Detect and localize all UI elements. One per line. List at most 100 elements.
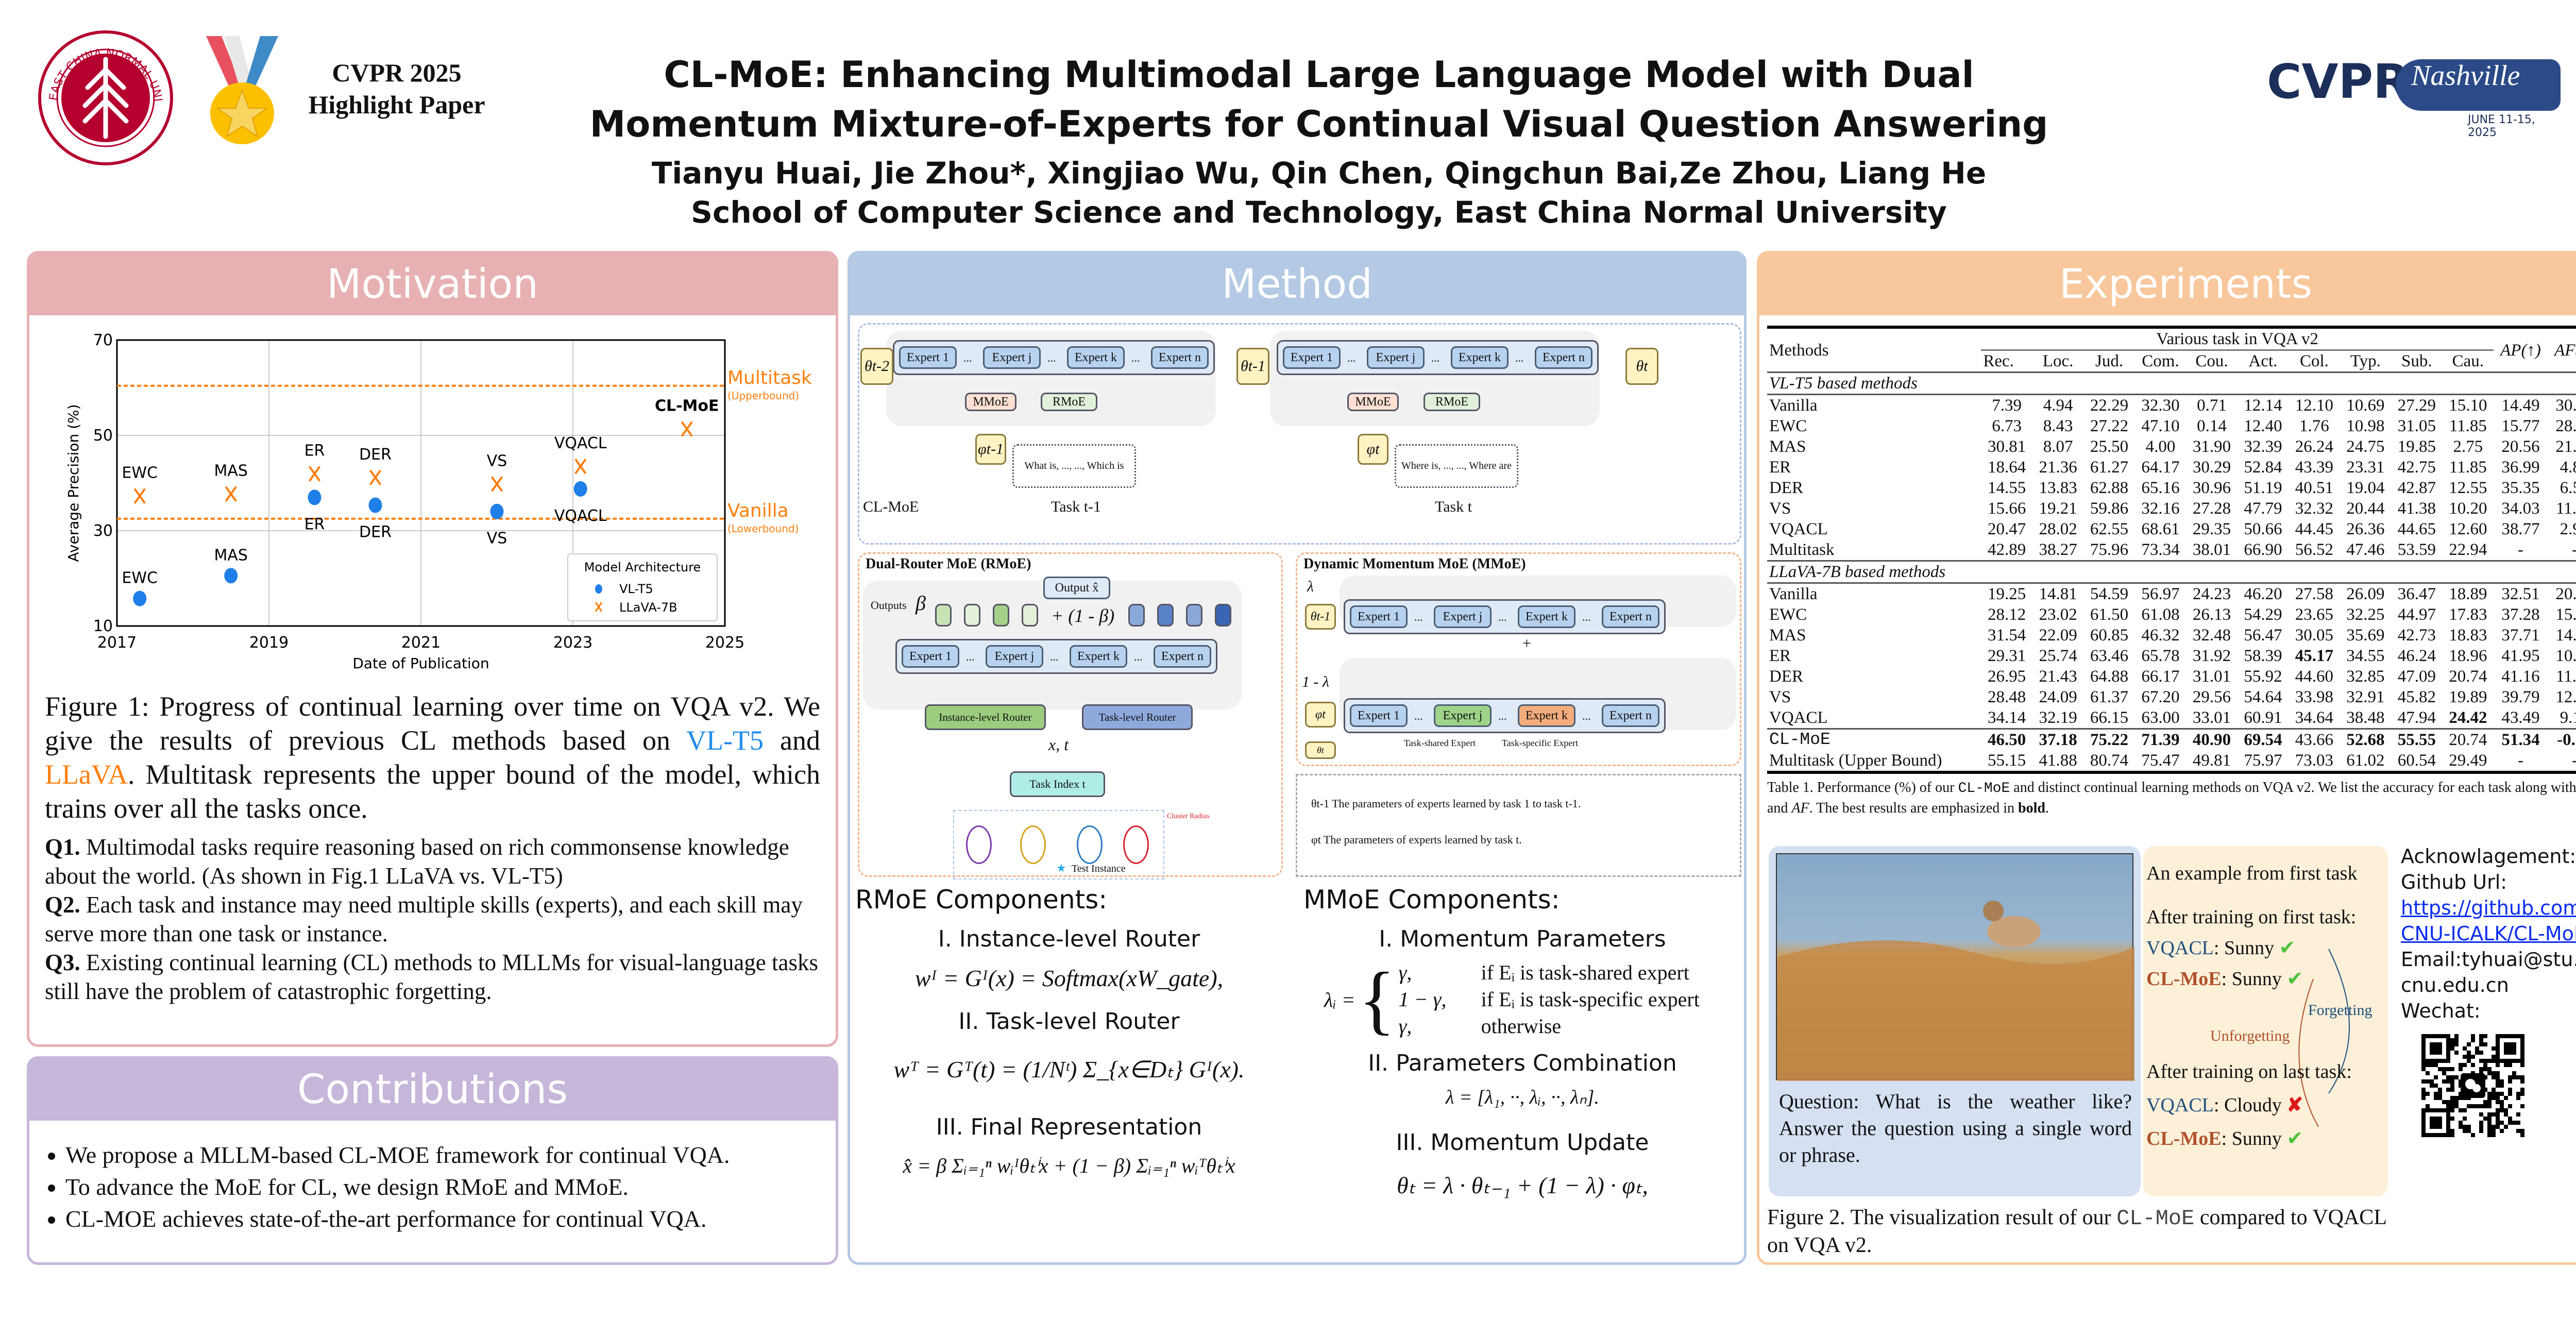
table-cell: VQACL — [1769, 708, 1828, 727]
check-icon: ✔ — [2279, 937, 2296, 959]
table-cell: 56.47 — [2244, 626, 2282, 645]
task-output-cell — [1186, 604, 1202, 627]
figure2-example-card: An example from first task After trainin… — [2143, 846, 2388, 1196]
mmoe-step-title: III. Momentum Update — [1396, 1129, 1649, 1156]
method-diagram: Expert 1... Expert j... Expert k... Expert … — [858, 323, 1741, 880]
table-cell: 38.77 — [2501, 520, 2540, 538]
experiments-heading: Experiments — [1759, 253, 2576, 315]
table-cell: 54.59 — [2090, 585, 2129, 603]
ellipsis: ... — [1498, 709, 1507, 722]
table-cell: 49.81 — [2192, 751, 2231, 770]
ellipsis: ... — [1347, 351, 1356, 364]
ellipsis: ... — [1414, 709, 1423, 722]
table-cell: 2.90 — [2560, 520, 2576, 538]
forgetting-arrows — [2298, 949, 2350, 1127]
expert-box: Expert j — [1434, 704, 1492, 727]
table-cell: 26.24 — [2295, 437, 2334, 456]
table-cell: 15.77 — [2501, 417, 2540, 435]
table-cell: 42.87 — [2397, 479, 2436, 497]
table-cell: 68.61 — [2141, 520, 2180, 538]
phi-t: φt — [1305, 702, 1336, 728]
point-label: VS — [487, 452, 507, 470]
mmoe-title: Dynamic Momentum MoE (MMoE) — [1303, 556, 1526, 572]
table-cell: Vanilla — [1769, 585, 1818, 603]
vlt5-point — [308, 489, 321, 505]
table-cell: 19.21 — [2039, 499, 2077, 518]
figure1-caption: Figure 1: Progress of continual learning… — [45, 691, 821, 824]
table-row: VL-T5 based methods — [1767, 373, 2576, 395]
email: Email:tyhuai@stu.ecnu.edu.cn — [2401, 948, 2576, 996]
table-cell: 9.10 — [2560, 708, 2576, 727]
vlt5-point — [573, 481, 587, 497]
one-minus-beta-label: + (1 - β) — [1051, 605, 1115, 626]
point-label: MAS — [214, 546, 248, 564]
figure2-question-card: Question: What is the weather like? Answ… — [1769, 846, 2141, 1196]
mmoe-heading: MMoE Components: — [1303, 885, 1560, 915]
parameters-combination-formula: λ = [λ₁, ··, λᵢ, ··, λₙ]. — [1446, 1087, 1599, 1108]
table-cell: 60.85 — [2090, 626, 2129, 645]
table-cell: ER — [1769, 458, 1791, 477]
table-cell: 24.23 — [2192, 585, 2231, 603]
mmoe-step-title: II. Parameters Combination — [1368, 1050, 1677, 1076]
expert-box: Expert j — [1367, 346, 1425, 369]
expert-box: Expert 1 — [1350, 704, 1408, 727]
table-cell: 14.49 — [2501, 396, 2540, 415]
legend-theta: θt-1 The parameters of experts learned b… — [1311, 797, 1581, 810]
table-cell: VL-T5 based methods — [1769, 374, 1918, 393]
table-cell: 41.88 — [2039, 751, 2077, 770]
table-cell: 24.42 — [2449, 708, 2487, 727]
rmoe-box: RMoE — [1041, 393, 1097, 411]
table-cell: 12.14 — [2244, 396, 2282, 415]
expert-box: Expert k — [1070, 645, 1127, 668]
table-cell: 32.16 — [2141, 499, 2180, 518]
task-specific-label: Task-specific Expert — [1502, 738, 1579, 748]
rmoe-step-title: I. Instance-level Router — [938, 926, 1200, 952]
table-cell: 8.43 — [2043, 417, 2073, 435]
table-cell: 15.66 — [1987, 499, 2026, 518]
table-cell: 35.35 — [2501, 479, 2540, 497]
table-cell: 63.00 — [2141, 708, 2180, 727]
legend-vlt5-label: VL-T5 — [619, 582, 653, 596]
framework-label: CL-MoE — [863, 498, 919, 515]
github-link[interactable]: https://github.com/ECNU-ICALK/CL-MoE — [2401, 897, 2576, 945]
ellipsis: ... — [1050, 650, 1059, 663]
figure2-question: Question: What is the weather like? Answ… — [1779, 1090, 2132, 1166]
table-cell: 38.48 — [2346, 708, 2385, 727]
table-cell: 13.83 — [2039, 479, 2077, 497]
x-axis-label: Date of Publication — [352, 655, 489, 672]
table-cell: 44.60 — [2295, 667, 2334, 686]
contribution-item: To advance the MoE for CL, we design RMo… — [65, 1171, 815, 1203]
table-cell: 25.50 — [2090, 437, 2129, 456]
check-icon: ✔ — [2286, 968, 2303, 990]
table-cell: 54.64 — [2244, 688, 2282, 706]
table-cell: 24.09 — [2039, 688, 2077, 706]
expert-box: Expert 1 — [1283, 346, 1341, 369]
table-cell: 51.19 — [2244, 479, 2282, 497]
table-cell: 41.16 — [2501, 667, 2540, 686]
method-panel: Method Expert 1...Expert j...Expert k...… — [848, 251, 1747, 1265]
rmoe-title: Dual-Router MoE (RMoE) — [866, 556, 1031, 572]
expert-box: Expert n — [1151, 346, 1209, 369]
reference-label: Vanilla — [727, 500, 789, 521]
table-cell: 21.43 — [2039, 667, 2077, 686]
table-cell: - — [2548, 750, 2576, 772]
point-label: EWC — [122, 464, 158, 482]
table-cell: 41.95 — [2501, 647, 2540, 665]
table-cell: 30.29 — [2192, 458, 2231, 477]
table-cell: 29.31 — [1987, 647, 2026, 665]
table-cell: 25.74 — [2039, 647, 2077, 665]
figure2-caption: Figure 2. The visualization result of ou… — [1767, 1206, 2386, 1257]
lambda-label: λ — [1307, 578, 1314, 595]
cvpr-nashville-logo: CVPR Nashville JUNE 11-15, 2025 — [2267, 54, 2566, 139]
after-first-label: After training on first task: — [2146, 906, 2357, 928]
table-cell: 40.90 — [2192, 731, 2231, 749]
